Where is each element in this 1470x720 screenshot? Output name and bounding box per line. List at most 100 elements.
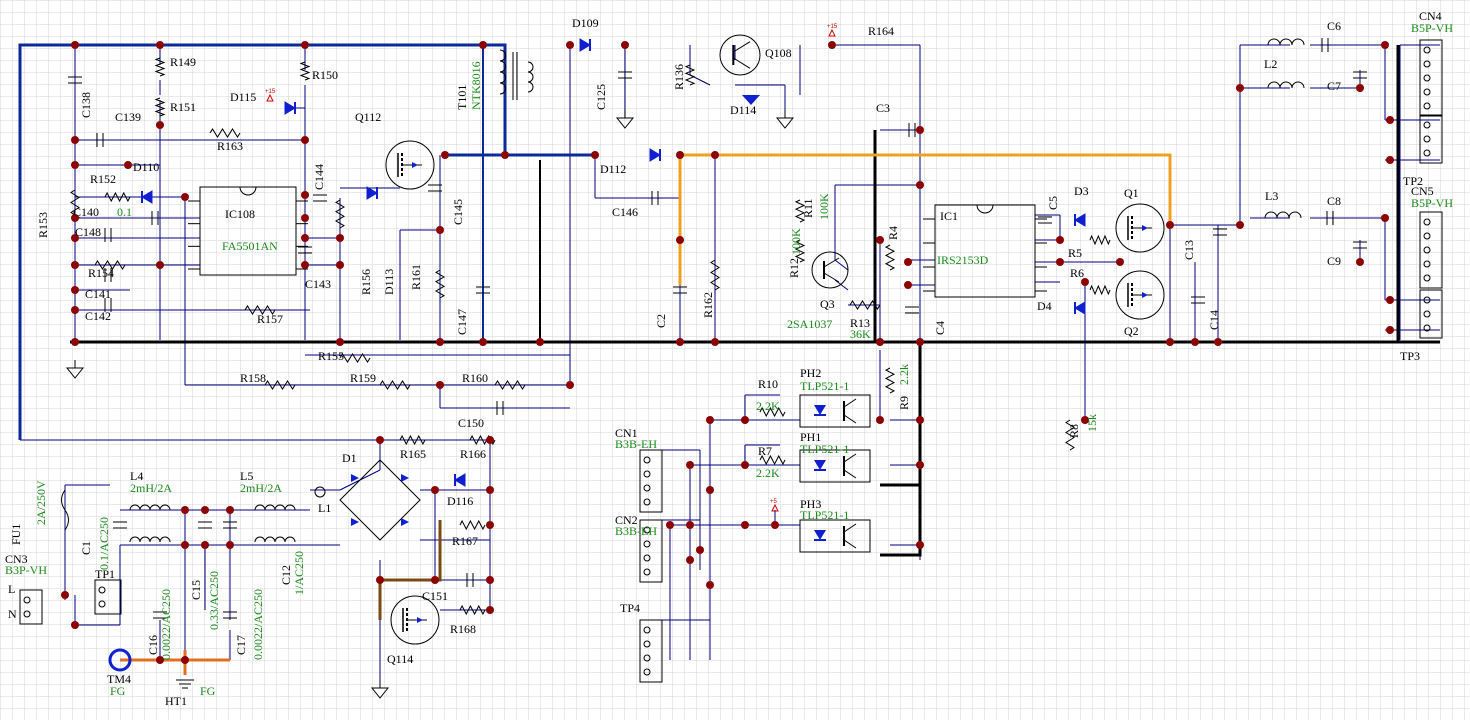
label-fu1: FU1	[9, 524, 23, 545]
label-c16: C16	[146, 635, 160, 655]
label-q3v: 2SA1037	[787, 317, 832, 331]
junction-dot-icon	[1191, 338, 1199, 346]
label-r162: R162	[701, 292, 715, 318]
mosfet-circle	[385, 140, 435, 190]
label-c144: C144	[312, 164, 326, 190]
label-tp2: TP2	[1403, 174, 1423, 188]
resistor-symbol	[154, 57, 166, 77]
connector-body	[639, 619, 663, 683]
junction-dot-icon	[71, 136, 79, 144]
inductor-symbol	[1264, 211, 1302, 219]
label-cn5: CN5	[1411, 184, 1434, 198]
ground-icon	[775, 117, 795, 129]
label-cn4v: B5P-VH	[1411, 21, 1453, 35]
junction-dot-icon	[621, 41, 629, 49]
connector-pin	[643, 470, 651, 478]
label-r152: R152	[90, 172, 116, 186]
label-tp4: TP4	[620, 601, 640, 615]
label-r160: R160	[462, 371, 488, 385]
label-c145: C145	[451, 199, 465, 225]
connector-pin	[643, 626, 651, 634]
junction-dot-icon	[301, 136, 309, 144]
optocoupler-led	[814, 530, 826, 540]
junction-dot-icon	[226, 506, 234, 514]
label-r6: R6	[1070, 266, 1084, 280]
resistor-symbol	[1065, 419, 1075, 451]
junction-dot-icon	[771, 521, 779, 529]
optocoupler-body	[799, 394, 871, 428]
label-r151: R151	[170, 100, 196, 114]
label-r4: R4	[886, 226, 900, 240]
label-cn4: CN4	[1419, 9, 1442, 23]
junction-dot-icon	[686, 556, 694, 564]
ic-body	[199, 186, 297, 276]
connector-pin	[1423, 149, 1431, 157]
component-symbols: +15+15+5	[19, 24, 1443, 699]
junction-dot-icon	[741, 521, 749, 529]
connector-pin	[643, 526, 651, 534]
label-d109: D109	[572, 16, 599, 30]
junction-dot-icon	[1381, 41, 1389, 49]
label-cn1v: B3B-EH	[615, 437, 657, 451]
label-d4: D4	[1037, 299, 1052, 313]
label-ph2: PH2	[800, 366, 821, 380]
resistor-symbol	[459, 604, 486, 616]
junction-dot-icon	[71, 214, 79, 222]
resistor-symbol	[794, 239, 806, 263]
label-cn3: CN3	[5, 552, 28, 566]
fg-terminal-icon	[108, 648, 132, 672]
junction-dot-icon	[904, 258, 912, 266]
junction-dot-icon	[916, 416, 924, 424]
optocoupler-led	[814, 460, 826, 470]
label-c15: C15	[189, 580, 203, 600]
junction-dot-icon	[706, 581, 714, 589]
label-l1: L1	[318, 501, 331, 515]
junction-dot-icon	[441, 151, 449, 159]
junctions	[61, 41, 1394, 664]
connector-pin	[643, 640, 651, 648]
junction-dot-icon	[486, 436, 494, 444]
label-tm4: TM4	[107, 672, 131, 686]
junction-dot-icon	[1081, 416, 1089, 424]
power-flag-icon	[266, 93, 274, 102]
mosfet-arrow	[417, 617, 423, 623]
junction-dot-icon	[566, 381, 574, 389]
label-r8: R8	[1067, 424, 1081, 438]
label-r159: R159	[350, 371, 376, 385]
junction-dot-icon	[1381, 214, 1389, 222]
optocoupler-photo	[843, 469, 857, 479]
label-ic108v: FA5501AN	[222, 239, 278, 253]
label-c147: C147	[455, 309, 469, 335]
optocoupler-body	[799, 449, 871, 483]
label-cn1: CN1	[615, 426, 638, 440]
junction-dot-icon	[336, 338, 344, 346]
label-r136: R136	[672, 64, 686, 90]
junction-dot-icon	[676, 236, 684, 244]
junction-dot-icon	[1236, 84, 1244, 92]
connector-pin	[1423, 232, 1431, 240]
ic-notch	[976, 204, 994, 214]
junction-dot-icon	[486, 576, 494, 584]
junction-dot-icon	[1386, 116, 1394, 124]
inductor-symbol	[1267, 38, 1305, 46]
label-r158: R158	[240, 371, 266, 385]
connector-pin	[643, 568, 651, 576]
label-c125: C125	[594, 84, 608, 110]
label-r156: R156	[359, 269, 373, 295]
bridge-diode	[401, 518, 409, 526]
resistor-symbol	[459, 519, 486, 531]
resistor-symbol	[1089, 284, 1111, 296]
junction-dot-icon	[676, 338, 684, 346]
ic-body	[934, 204, 1036, 298]
resistor-symbol	[435, 269, 445, 299]
junction-dot-icon	[501, 151, 509, 159]
label-q3: Q3	[820, 297, 835, 311]
label-q112: Q112	[355, 110, 381, 124]
mosfet-circle	[1115, 270, 1165, 320]
resistor-symbol	[759, 406, 786, 418]
junction-dot-icon	[71, 338, 79, 346]
junction-dot-icon	[876, 236, 884, 244]
resistor-symbol	[244, 305, 276, 315]
